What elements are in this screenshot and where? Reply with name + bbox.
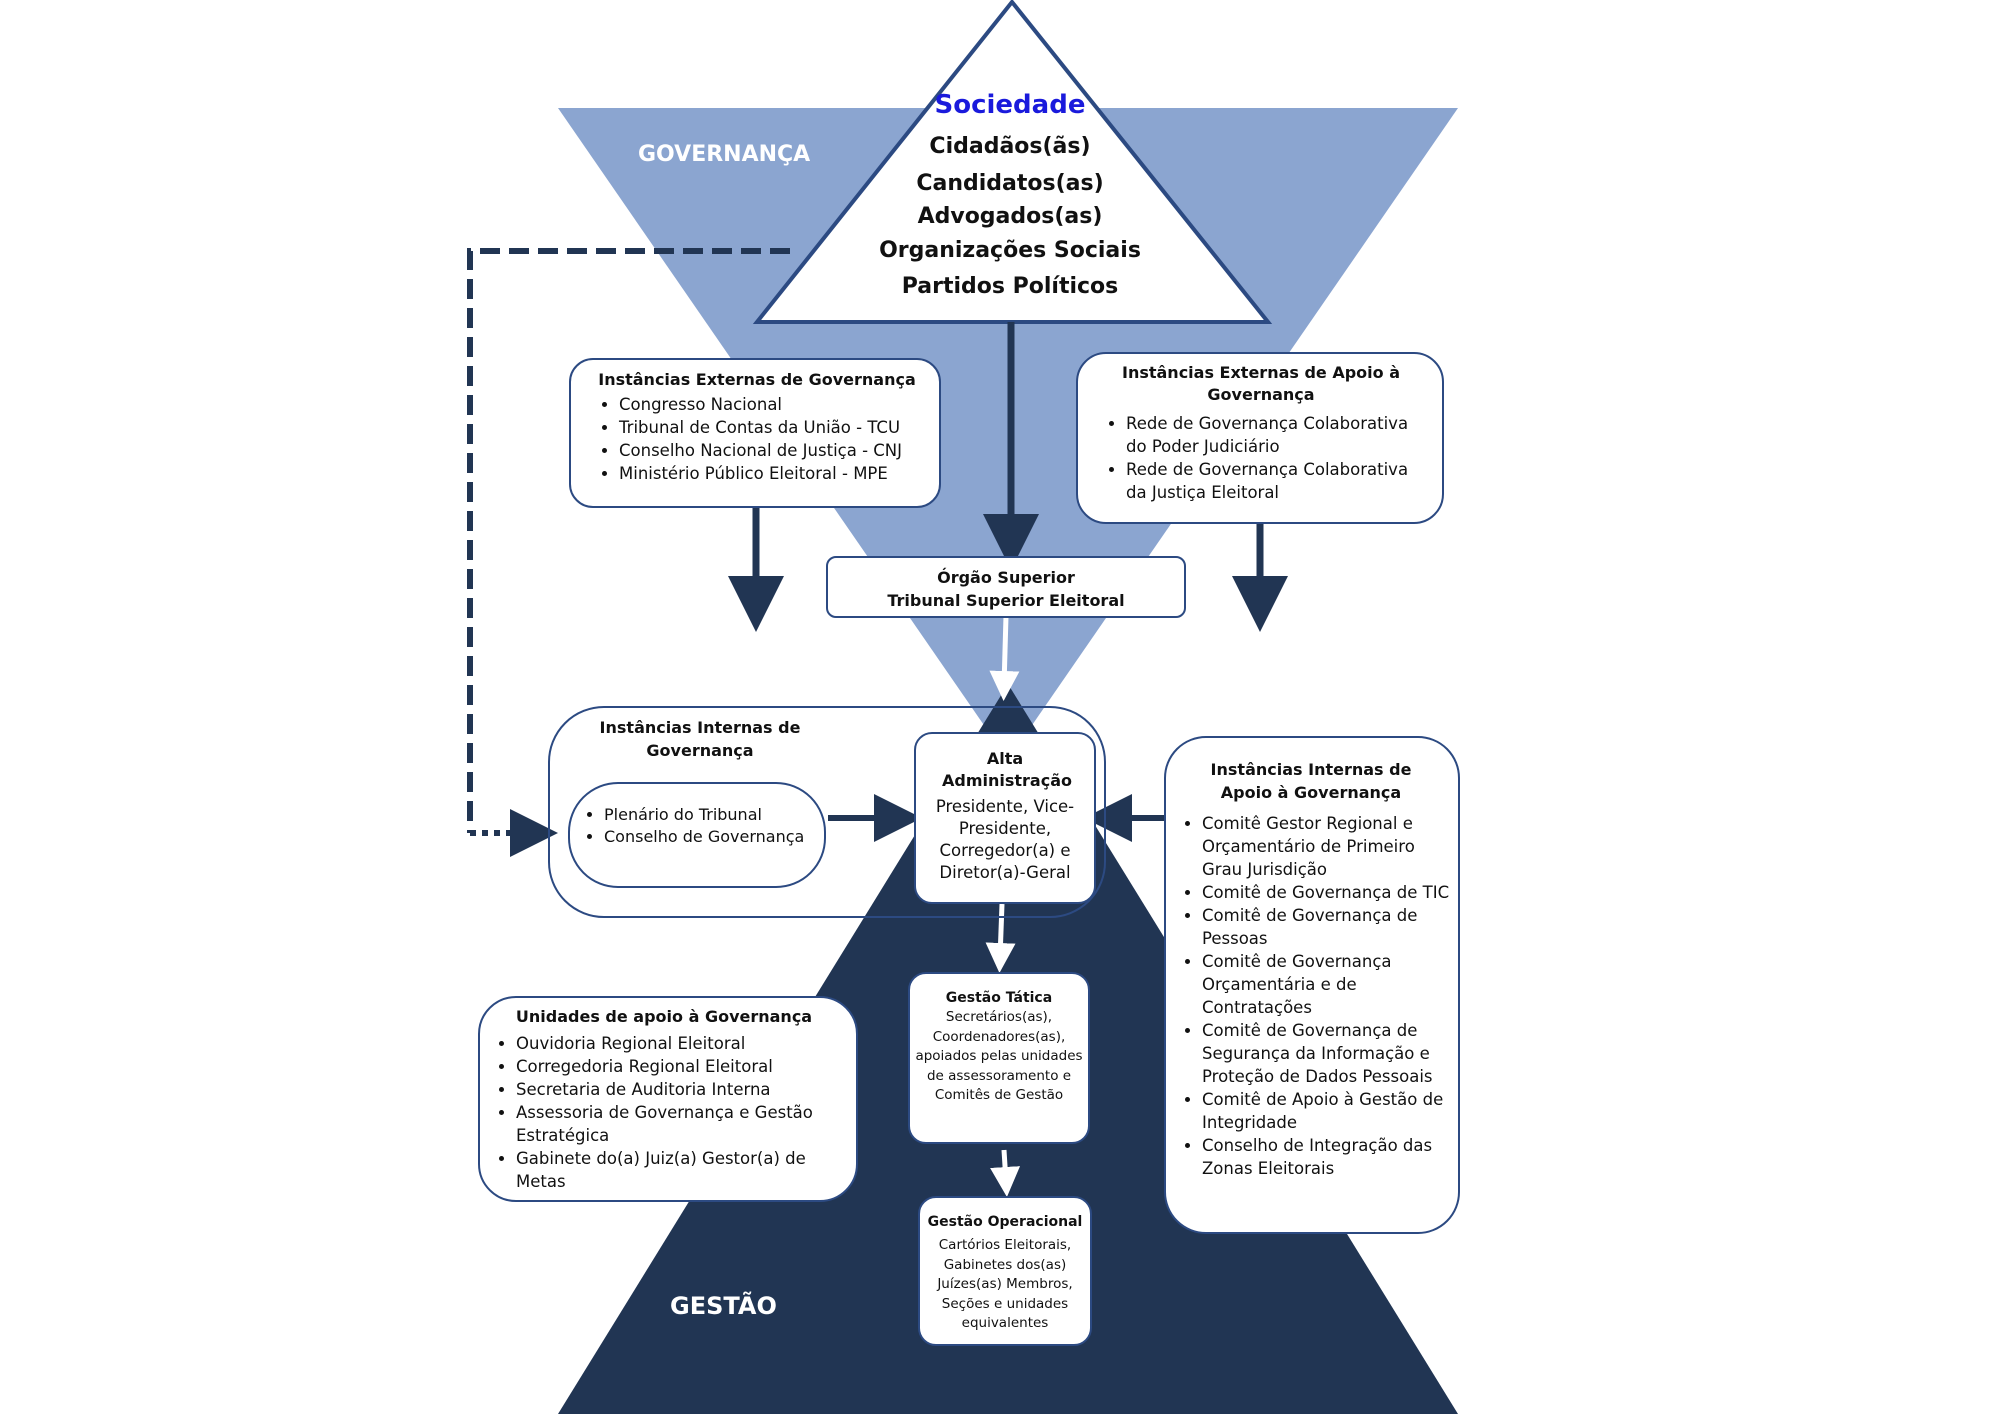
list-item: Corregedoria Regional Eleitoral [516,1055,846,1078]
unidades-apoio-box: Unidades de apoio à Governança Ouvidoria… [478,996,858,1202]
gestao-operacional-text: Cartórios Eleitorais, Gabinetes dos(as) … [937,1237,1073,1331]
externas-apoio-box: Instâncias Externas de Apoio à Governanç… [1076,352,1444,524]
internas-apoio-title: Instâncias Internas de Apoio à Governanç… [1210,760,1412,802]
internas-governanca-box: Instâncias Internas de Governança [548,706,1106,918]
gestao-label: GESTÃO [670,1292,777,1320]
internas-governanca-list: Plenário do Tribunal Conselho de Governa… [568,782,826,888]
list-item: Conselho de Integração das Zonas Eleitor… [1202,1134,1454,1180]
gestao-tatica-box: Gestão Tática Secretários(as), Coordenad… [908,972,1090,1144]
sociedade-item: Candidatos(as) [916,171,1104,196]
gestao-tatica-title: Gestão Tática [945,990,1053,1006]
sociedade-title: Sociedade [934,90,1086,120]
alta-administracao-text: Presidente, Vice-Presidente, Corregedor(… [935,797,1075,882]
arrow-alta-tatica [985,903,1016,973]
internas-governanca-title: Instâncias Internas de Governança [599,718,801,760]
orgao-superior-line1: Órgão Superior [937,568,1075,587]
list-item: Rede de Governança Colaborativa do Poder… [1126,412,1430,458]
list-item: Tribunal de Contas da União - TCU [619,416,929,439]
list-item: Comitê de Governança de Segurança da Inf… [1202,1019,1454,1088]
dashed-feedback-line [467,248,790,833]
list-item: Conselho Nacional de Justiça - CNJ [619,439,929,462]
list-item: Rede de Governança Colaborativa da Justi… [1126,458,1430,504]
list-item: Comitê Gestor Regional e Orçamentário de… [1202,812,1454,881]
list-item: Conselho de Governança [604,826,816,848]
list-item: Secretaria de Auditoria Interna [516,1078,846,1101]
sociedade-item: Organizações Sociais [879,238,1141,263]
arrow-tatica-operacional [990,1149,1021,1197]
sociedade-item: Partidos Políticos [901,274,1119,299]
externas-governanca-box: Instâncias Externas de Governança Congre… [569,358,941,508]
list-item: Comitê de Governança de TIC [1202,881,1454,904]
orgao-superior-box: Órgão Superior Tribunal Superior Eleitor… [826,556,1186,618]
list-item: Assessoria de Governança e Gestão Estrat… [516,1101,846,1147]
alta-administracao-box: Alta Administração Presidente, Vice-Pres… [914,732,1096,904]
sociedade-item: Advogados(as) [917,204,1103,229]
internas-apoio-box: Instâncias Internas de Apoio à Governanç… [1164,736,1460,1234]
list-item: Congresso Nacional [619,393,929,416]
orgao-superior-line2: Tribunal Superior Eleitoral [887,591,1125,610]
list-item: Ouvidoria Regional Eleitoral [516,1032,846,1055]
list-item: Comitê de Governança de Pessoas [1202,904,1454,950]
gestao-operacional-box: Gestão Operacional Cartórios Eleitorais,… [918,1196,1092,1346]
externas-apoio-title: Instâncias Externas de Apoio à Governanç… [1121,363,1401,404]
gestao-operacional-title: Gestão Operacional [927,1214,1083,1230]
alta-administracao-title: Alta Administração [942,749,1072,790]
externas-governanca-title: Instâncias Externas de Governança [598,370,916,389]
list-item: Plenário do Tribunal [604,804,816,826]
gestao-tatica-text: Secretários(as), Coordenadores(as), apoi… [915,1009,1083,1103]
list-item: Ministério Público Eleitoral - MPE [619,462,929,485]
unidades-apoio-title: Unidades de apoio à Governança [515,1007,813,1026]
arrow-orgao-alta [989,615,1020,701]
governanca-label: GOVERNANÇA [638,142,811,167]
list-item: Comitê de Apoio à Gestão de Integridade [1202,1088,1454,1134]
sociedade-item: Cidadãos(ãs) [929,134,1091,159]
list-item: Gabinete do(a) Juiz(a) Gestor(a) de Meta… [516,1147,846,1193]
list-item: Comitê de Governança Orçamentária e de C… [1202,950,1454,1019]
